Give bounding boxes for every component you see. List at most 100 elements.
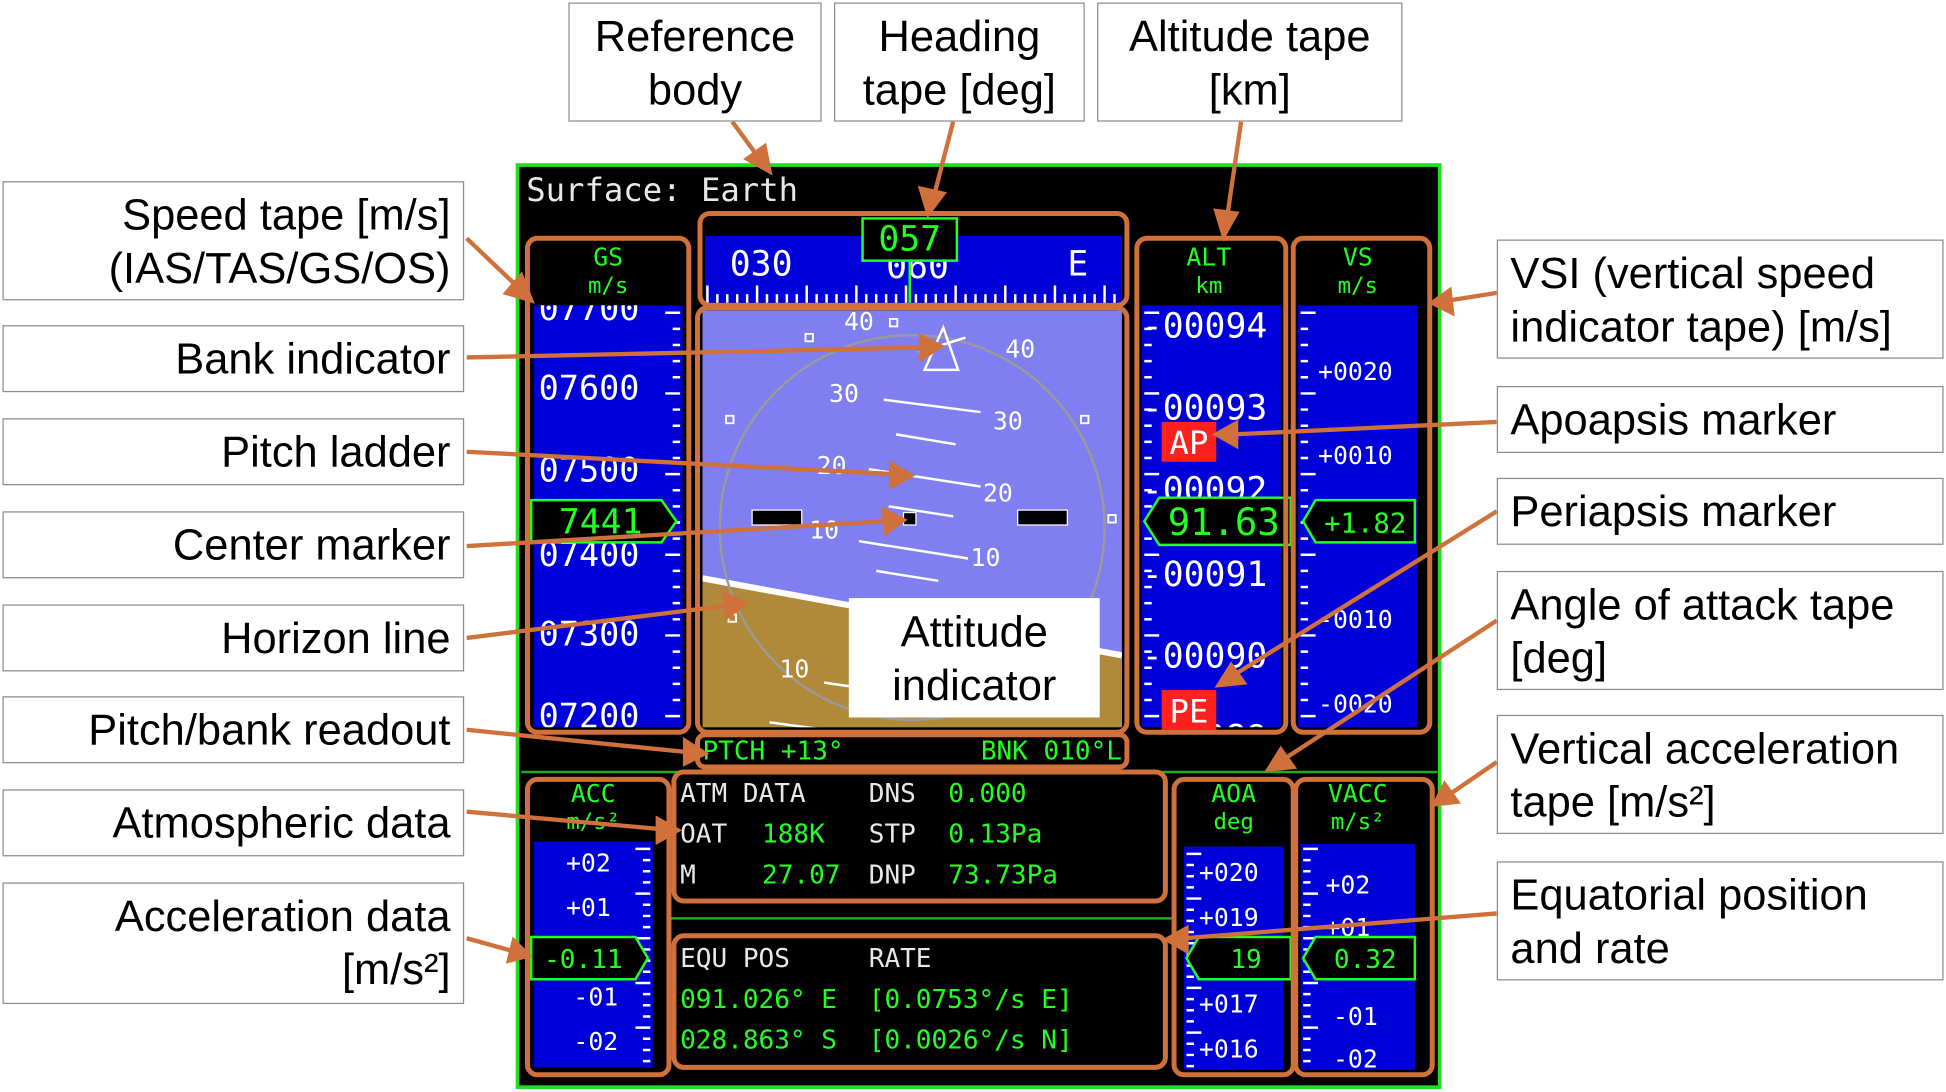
alt-tick-91: -00091 xyxy=(1142,555,1268,595)
wing-bar-right xyxy=(1017,509,1068,526)
bank-arc xyxy=(718,333,1106,722)
aoa-tape-title: AOA xyxy=(1211,779,1256,808)
atm-data-cell: 27.07 xyxy=(762,861,840,891)
label-center-marker: Center marker xyxy=(2,511,465,579)
vs-readout: +1.82 xyxy=(1324,508,1406,539)
alt-tape-unit: km xyxy=(1195,273,1222,299)
periapsis-marker: PE xyxy=(1170,692,1209,730)
wing-bar-left xyxy=(751,509,803,526)
speed-readout-box xyxy=(529,498,678,544)
apoapsis-marker: AP xyxy=(1170,424,1209,462)
equ-rate-value: [0.0753°/s E] xyxy=(869,985,1073,1015)
atm-data-cell: 73.73Pa xyxy=(948,861,1058,891)
label-speed-tape: Speed tape [m/s](IAS/TAS/GS/OS) xyxy=(2,181,465,301)
heading-tick-e: E xyxy=(1067,245,1088,285)
heading-tick-030: 030 xyxy=(730,245,793,285)
atm-data-cell: 0.13Pa xyxy=(948,820,1042,850)
callout-frames xyxy=(524,210,1435,1078)
acc-readout-box xyxy=(529,935,650,981)
heading-ticks xyxy=(706,285,1116,303)
label-horizon-line: Horizon line xyxy=(2,604,465,672)
acc-tape-title: ACC xyxy=(571,779,616,808)
equ-pos-value: 028.863° S xyxy=(680,1026,837,1056)
vs-tape-unit: m/s xyxy=(1338,273,1378,299)
frame-vacc-tape xyxy=(1293,776,1435,1078)
callout-arrows xyxy=(465,120,1498,964)
alt-tick-90: -00090 xyxy=(1142,637,1268,677)
pitch-rung-30-left: 30 xyxy=(829,379,859,408)
vacc-tick-m02: -02 xyxy=(1333,1044,1378,1073)
atm-data-cell: M xyxy=(680,861,696,891)
label-pitch-bank-readout: Pitch/bank readout xyxy=(2,696,465,764)
equ-rate-value: [0.0026°/s N] xyxy=(869,1026,1073,1056)
acc-readout: -0.11 xyxy=(544,945,622,975)
frame-speed-tape xyxy=(524,235,692,735)
vs-readout-box xyxy=(1301,498,1417,544)
speed-tick-07600: 07600 xyxy=(539,369,640,408)
equ-pos-value: 091.026° E xyxy=(680,985,837,1015)
frame-vs-tape xyxy=(1290,235,1433,735)
pitch-rung-10-right: 10 xyxy=(971,543,1001,572)
aoa-tick-20: +020 xyxy=(1199,858,1259,887)
vs-tick-p20: +0020 xyxy=(1318,357,1393,386)
label-bank-indicator: Bank indicator xyxy=(2,325,465,393)
acc-tick-p02: +02 xyxy=(566,848,611,877)
alt-readout-box xyxy=(1142,496,1292,547)
pitch-rung-30-right: 30 xyxy=(993,406,1023,435)
alt-tape-title: ALT xyxy=(1186,243,1231,272)
acc-tick-m01: -01 xyxy=(573,982,618,1011)
ring-dot xyxy=(1107,514,1117,524)
aoa-tape-unit: deg xyxy=(1213,809,1253,835)
alt-tick-93: -00093 xyxy=(1142,388,1268,428)
alt-readout: 91.63 xyxy=(1168,500,1280,544)
frame-alt-tape xyxy=(1134,235,1289,735)
equ-pos-header: EQU POS xyxy=(680,944,790,974)
atm-data-cell: 0.000 xyxy=(948,779,1026,809)
atm-data-cell: 188K xyxy=(762,820,825,850)
bank-readout: BNK 010°L xyxy=(981,737,1122,767)
ring-dot xyxy=(1080,414,1090,425)
label-pitch-ladder: Pitch ladder xyxy=(2,418,465,486)
label-apoapsis-marker: Apoapsis marker xyxy=(1496,385,1944,454)
atm-data-cell: ATM DATA xyxy=(680,779,806,809)
equ-rate-header: RATE xyxy=(869,944,932,974)
vs-tick-m10: -0010 xyxy=(1318,605,1393,634)
vs-tick-p10: +0010 xyxy=(1318,441,1393,470)
speed-tape-title: GS xyxy=(593,243,623,272)
vacc-tick-m01: -01 xyxy=(1333,1002,1378,1031)
aoa-tick-16: +016 xyxy=(1199,1034,1259,1063)
pitch-rung-20-left: 20 xyxy=(817,451,847,480)
atm-data-cell: STP xyxy=(869,820,916,850)
alt-tick-94: -00094 xyxy=(1142,307,1268,347)
atm-data-cell: DNP xyxy=(869,861,916,891)
vacc-readout-box xyxy=(1301,935,1417,981)
pitch-rung-20-right: 20 xyxy=(983,478,1013,507)
acc-tick-m02: -02 xyxy=(573,1027,618,1056)
equ-pos-table: EQU POS RATE 091.026° E [0.0753°/s E] 028.86… xyxy=(680,944,1073,1056)
bank-scale-left: 40 xyxy=(844,307,874,336)
aoa-tick-19: +019 xyxy=(1199,903,1259,932)
vacc-tape-unit: m/s² xyxy=(1331,809,1385,835)
vs-tape-title: VS xyxy=(1343,243,1373,272)
vacc-readout: 0.32 xyxy=(1334,945,1397,975)
pitch-rung-minus10: 10 xyxy=(779,655,809,684)
label-aoa-tape: Angle of attack tape[deg] xyxy=(1496,570,1944,691)
aoa-tick-17: +017 xyxy=(1199,990,1259,1019)
acc-tick-p01: +01 xyxy=(566,893,611,922)
label-acceleration-data: Acceleration data[m/s²] xyxy=(2,882,465,1005)
pitch-readout: PTCH +13° xyxy=(702,737,843,767)
speed-tape-unit: m/s xyxy=(588,273,628,299)
ring-dot xyxy=(725,414,735,425)
vacc-tape-title: VACC xyxy=(1328,779,1388,808)
frame-equ-pos xyxy=(671,933,1168,1070)
heading-readout: 057 xyxy=(878,220,941,260)
